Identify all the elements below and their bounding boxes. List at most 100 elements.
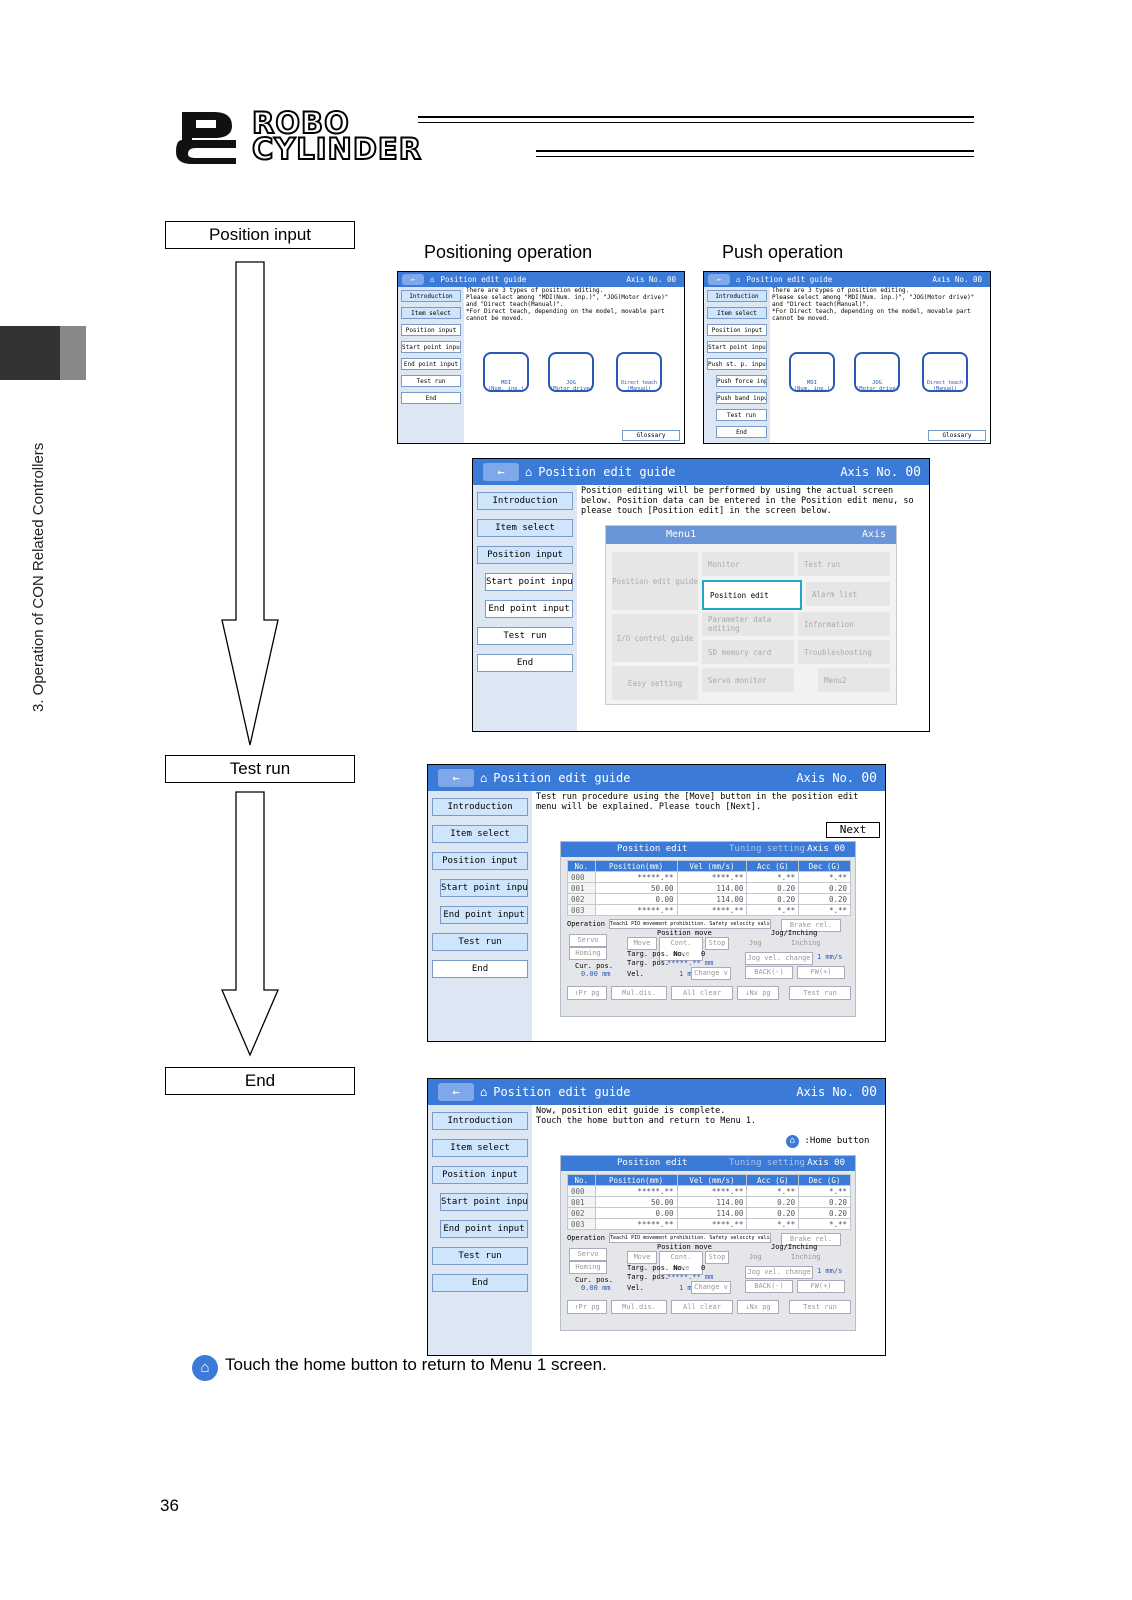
jog-radio[interactable]: Jog [749, 939, 762, 947]
tile-jog[interactable]: JOG (Motor drive) [548, 352, 594, 392]
brake-release-button[interactable]: Brake rel. [781, 1233, 841, 1246]
menu1-easy-setting[interactable]: Easy setting [612, 666, 698, 700]
sidebar-item-position-input[interactable]: Position input [432, 852, 528, 870]
mul-dis-button[interactable]: Mul.dis. [611, 986, 667, 1000]
menu1-troubleshooting[interactable]: Troubleshooting [798, 640, 890, 664]
sidebar-item-end[interactable]: End [477, 654, 573, 672]
tile-direct-teach[interactable]: Direct teach (Manual) [616, 352, 662, 392]
test-run-button[interactable]: Test run [789, 986, 851, 1000]
menu1-sd-card[interactable]: SD memory card [702, 640, 794, 664]
back-button[interactable]: ← [483, 463, 519, 481]
home-icon[interactable]: ⌂ [525, 465, 533, 479]
glossary-button[interactable]: Glossary [622, 430, 680, 441]
jog-vel-change-button[interactable]: Jog vel. change [745, 1266, 813, 1279]
inching-radio[interactable]: Inching [791, 1253, 821, 1261]
home-icon[interactable]: ⌂ [430, 275, 435, 284]
sidebar-item-introduction[interactable]: Introduction [477, 492, 573, 510]
sidebar-item-start-point[interactable]: Start point input [707, 341, 767, 353]
prev-page-button[interactable]: ↑Pr pg [567, 1300, 607, 1314]
sidebar-item-select[interactable]: Item select [432, 825, 528, 843]
tile-jog[interactable]: JOG (Motor drive) [854, 352, 900, 392]
jog-radio[interactable]: Jog [749, 1253, 762, 1261]
fw-plus-button[interactable]: FW(+) [797, 966, 845, 979]
sidebar-item-select[interactable]: Item select [477, 519, 573, 537]
homing-button[interactable]: Homing [569, 1261, 607, 1274]
sidebar-item-end[interactable]: End [432, 1274, 528, 1292]
sidebar-item-end-point[interactable]: End point input [485, 600, 573, 618]
sidebar-item-start-point[interactable]: Start point input [440, 1193, 528, 1211]
fw-plus-button[interactable]: FW(+) [797, 1280, 845, 1293]
targ-no-value[interactable]: 0 [701, 950, 706, 958]
sidebar-item-introduction[interactable]: Introduction [432, 1112, 528, 1130]
sidebar-item-push-start[interactable]: Push st. p. input [707, 358, 767, 370]
tile-mdi[interactable]: MDI (Num. inp.) [483, 352, 529, 392]
glossary-button[interactable]: Glossary [928, 430, 986, 441]
sidebar-item-start-point[interactable]: Start point input [401, 341, 461, 353]
sidebar-item-end[interactable]: End [716, 426, 767, 438]
back-button[interactable]: ← [402, 274, 424, 285]
sidebar-item-position-input[interactable]: Position input [432, 1166, 528, 1184]
sidebar-item-introduction[interactable]: Introduction [401, 290, 461, 302]
prev-page-button[interactable]: ↑Pr pg [567, 986, 607, 1000]
home-icon[interactable]: ⌂ [480, 1085, 488, 1099]
cont-move-button[interactable]: Cont. move [659, 1251, 703, 1275]
move-button[interactable]: Move [627, 937, 657, 950]
sidebar-item-push-band[interactable]: Push band input [716, 392, 767, 404]
table-row[interactable]: 003*****.******.***.***.** [567, 1218, 851, 1230]
sidebar-item-test-run[interactable]: Test run [716, 409, 767, 421]
tile-mdi[interactable]: MDI (Num. inp.) [789, 352, 835, 392]
back-button[interactable]: ← [708, 274, 730, 285]
change-v-button[interactable]: Change v [691, 967, 731, 980]
back-button[interactable]: ← [438, 1083, 474, 1101]
menu1-parameter-edit[interactable]: Parameter data editing [702, 612, 794, 636]
back-minus-button[interactable]: BACK(-) [745, 1280, 793, 1293]
next-page-button[interactable]: ↓Nx pg [737, 1300, 779, 1314]
stop-button[interactable]: Stop [705, 1251, 729, 1264]
mul-dis-button[interactable]: Mul.dis. [611, 1300, 667, 1314]
operation-select[interactable]: Teach1 PIO movement prohibition. Safety … [609, 1233, 771, 1243]
jog-vel-change-button[interactable]: Jog vel. change [745, 952, 813, 965]
table-row[interactable]: 000*****.******.***.***.** [567, 1185, 851, 1197]
sidebar-item-end[interactable]: End [432, 960, 528, 978]
servo-button[interactable]: Servo [569, 1248, 607, 1261]
table-row[interactable]: 003*****.******.***.***.** [567, 904, 851, 916]
sidebar-item-position-input[interactable]: Position input [477, 546, 573, 564]
stop-button[interactable]: Stop [705, 937, 729, 950]
menu1-information[interactable]: Information [798, 612, 890, 636]
home-icon[interactable]: ⌂ [736, 275, 741, 284]
homing-button[interactable]: Homing [569, 947, 607, 960]
targ-pos-value[interactable]: *****.** mm [667, 1273, 714, 1281]
sidebar-item-position-input[interactable]: Position input [707, 324, 767, 336]
menu1-position-edit-guide[interactable]: Position edit guide [612, 552, 698, 610]
sidebar-item-end-point[interactable]: End point input [440, 906, 528, 924]
menu1-servo-monitor[interactable]: Servo monitor [702, 668, 794, 692]
tile-direct-teach[interactable]: Direct teach (Manual) [922, 352, 968, 392]
sidebar-item-end-point[interactable]: End point input [440, 1220, 528, 1238]
targ-pos-value[interactable]: *****.** mm [667, 959, 714, 967]
sidebar-item-position-input[interactable]: Position input [401, 324, 461, 336]
targ-no-value[interactable]: 0 [701, 1264, 706, 1272]
servo-button[interactable]: Servo [569, 934, 607, 947]
sidebar-item-start-point[interactable]: Start point input [440, 879, 528, 897]
brake-release-button[interactable]: Brake rel. [781, 919, 841, 932]
inching-radio[interactable]: Inching [791, 939, 821, 947]
sidebar-item-select[interactable]: Item select [432, 1139, 528, 1157]
menu1-menu2[interactable]: Menu2 [818, 668, 890, 692]
sidebar-item-select[interactable]: Item select [707, 307, 767, 319]
sidebar-item-introduction[interactable]: Introduction [432, 798, 528, 816]
sidebar-item-test-run[interactable]: Test run [477, 627, 573, 645]
table-row[interactable]: 000*****.******.***.***.** [567, 871, 851, 883]
sidebar-item-introduction[interactable]: Introduction [707, 290, 767, 302]
all-clear-button[interactable]: All clear [671, 986, 733, 1000]
menu1-monitor[interactable]: Monitor [702, 552, 794, 576]
back-button[interactable]: ← [438, 769, 474, 787]
sidebar-item-test-run[interactable]: Test run [432, 933, 528, 951]
all-clear-button[interactable]: All clear [671, 1300, 733, 1314]
sidebar-item-push-force[interactable]: Push force input [716, 375, 767, 387]
next-page-button[interactable]: ↓Nx pg [737, 986, 779, 1000]
sidebar-item-start-point[interactable]: Start point input [485, 573, 573, 591]
back-minus-button[interactable]: BACK(-) [745, 966, 793, 979]
